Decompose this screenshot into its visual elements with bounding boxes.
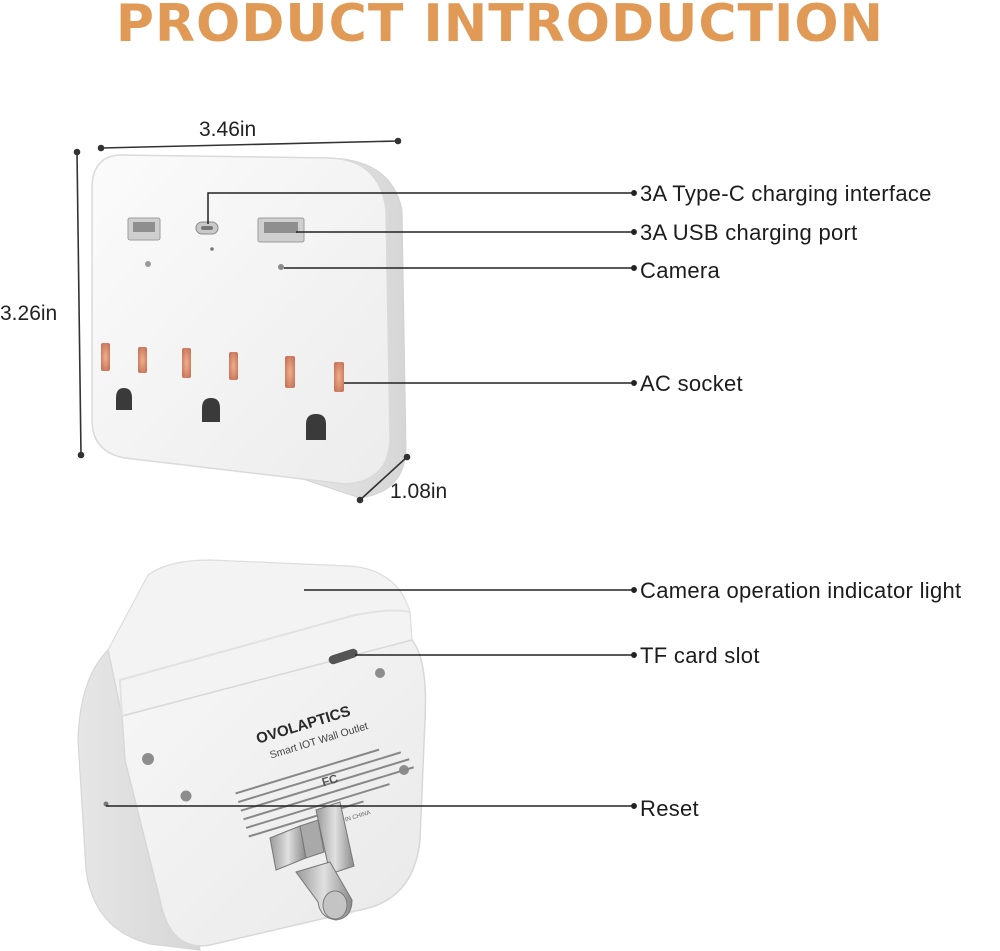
front-face (91, 154, 391, 485)
dimension-lines (73, 137, 411, 504)
pinhole (145, 261, 151, 267)
callout-indicator-light: Camera operation indicator light (640, 578, 962, 603)
ac-socket-3 (285, 356, 344, 440)
type-c-port (195, 221, 219, 235)
front-device (91, 154, 407, 499)
screw-hole (375, 668, 385, 678)
callout-tf-card-slot: TF card slot (640, 643, 760, 668)
back-face (121, 639, 427, 947)
screw-hole (142, 753, 154, 765)
height-dimension-label: 3.26in (0, 302, 58, 325)
usb-port-right (257, 217, 305, 243)
plug-prong-flat-left (269, 819, 325, 871)
camera-lens-icon (278, 264, 284, 270)
back-device: OVOLAPTICS Smart IOT Wall Outlet FC MADE… (77, 559, 427, 951)
plug-prong-ground (295, 861, 353, 921)
fcc-mark-icon: FC (320, 771, 340, 789)
callout-reset: Reset (640, 796, 699, 821)
callout-type-c: 3A Type-C charging interface (640, 181, 932, 206)
callout-usb: 3A USB charging port (640, 220, 858, 245)
plug-prong-flat-right (315, 801, 355, 875)
depth-dimension-label: 1.08in (390, 480, 448, 503)
screw-hole (180, 790, 192, 802)
width-dimension-label: 3.46in (199, 118, 257, 141)
callout-ac-socket: AC socket (640, 371, 743, 396)
tf-card-slot (328, 648, 358, 665)
page-title: PRODUCT INTRODUCTION (115, 0, 885, 54)
ac-socket-1 (101, 343, 147, 410)
ac-socket-2 (182, 348, 238, 422)
leader-lines-back (106, 587, 637, 809)
leader-lines-front (207, 190, 637, 386)
callout-camera: Camera (640, 258, 721, 283)
usb-port-left (127, 217, 161, 241)
